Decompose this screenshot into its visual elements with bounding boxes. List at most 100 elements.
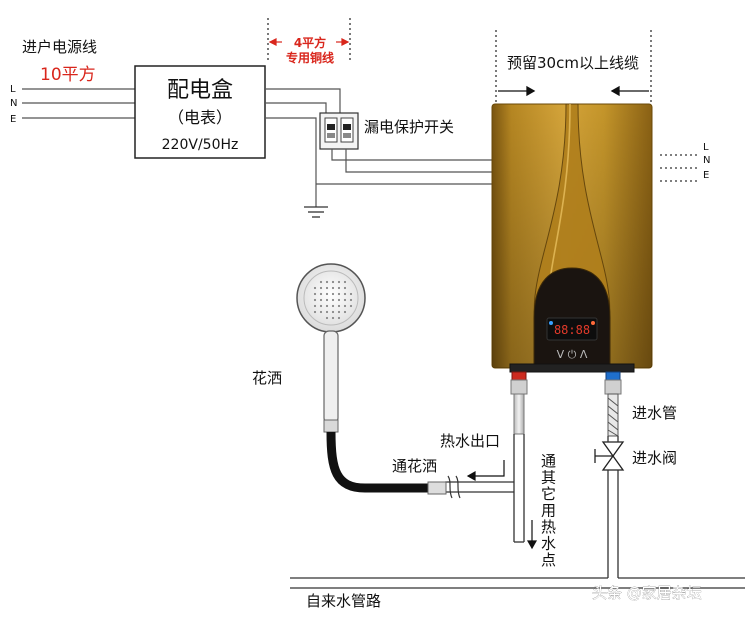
nozzle-dot <box>331 310 335 314</box>
inlet-valve-symbol <box>594 441 625 471</box>
pipe-break-marks <box>447 475 461 499</box>
nozzle-dot <box>337 292 341 296</box>
nozzle-dot <box>349 292 353 296</box>
nozzle-dot <box>325 286 329 290</box>
clearance-markers <box>495 30 652 102</box>
hot-water-outlet-pipe <box>510 371 528 435</box>
nozzle-dot <box>343 310 347 314</box>
incoming-line-n: N <box>10 98 17 109</box>
copper-wire-markers <box>267 18 351 60</box>
nozzle-dot <box>337 304 341 308</box>
heater-side-wires <box>660 154 700 182</box>
breaker-label: 漏电保护开关 <box>364 118 454 136</box>
mains-pipe-label: 自来水管路 <box>306 592 381 610</box>
copper-wire-arrows <box>268 38 350 46</box>
nozzle-dot <box>319 298 323 302</box>
nozzle-dot <box>325 280 329 284</box>
nozzle-dot <box>349 304 353 308</box>
nozzle-dot <box>313 292 317 296</box>
distribution-box-subtitle: （电表） <box>168 108 232 127</box>
mains-water-pipe <box>290 577 745 589</box>
clearance-arrows <box>498 85 649 97</box>
nozzle-dot <box>325 310 329 314</box>
other-outlets-glyph: 通 <box>541 452 556 470</box>
distribution-box-rating: 220V/50Hz <box>162 137 239 153</box>
nozzle-dot <box>343 286 347 290</box>
other-outlets-glyph: 其 <box>541 469 556 487</box>
watermark: 头条 @家居杂坛 <box>592 584 702 602</box>
heater-line-l: L <box>703 142 709 153</box>
other-outlets-glyph: 点 <box>541 551 556 569</box>
other-outlets-glyph: 用 <box>541 502 556 520</box>
nozzle-dot <box>343 298 347 302</box>
heater-line-e: E <box>703 170 709 181</box>
nozzle-dot <box>319 304 323 308</box>
hose-connector <box>427 481 447 495</box>
ground-symbol <box>304 206 328 218</box>
shower-hose <box>326 431 430 493</box>
flow-arrows <box>466 460 538 550</box>
nozzle-dot <box>313 298 317 302</box>
inlet-valve-label: 进水阀 <box>632 449 677 467</box>
indicator-right-icon <box>591 321 595 325</box>
nozzle-dot <box>337 286 341 290</box>
nozzle-dot <box>337 298 341 302</box>
indicator-left-icon <box>549 321 553 325</box>
nozzle-dot <box>331 286 335 290</box>
display-screen <box>546 317 598 341</box>
nozzle-dot <box>337 280 341 284</box>
hot-water-outlet-label: 热水出口 <box>440 432 500 450</box>
control-buttons: V ⏻ Λ <box>557 348 588 361</box>
nozzle-dot <box>319 310 323 314</box>
nozzle-dot <box>325 292 329 296</box>
other-outlets-glyph: 热 <box>541 518 556 536</box>
to-shower-label: 通花洒 <box>392 457 437 475</box>
distribution-box-title: 配电盒 <box>167 78 233 103</box>
copper-wire-size: 4平方 <box>294 35 326 50</box>
clearance-label: 预留30cm以上线缆 <box>507 54 639 72</box>
incoming-wires <box>22 88 135 119</box>
water-heater: 88:88 V ⏻ Λ <box>491 103 653 373</box>
copper-wire-type: 专用铜线 <box>286 50 334 65</box>
nozzle-dot <box>319 292 323 296</box>
nozzle-dot <box>313 304 317 308</box>
distribution-box <box>134 65 266 159</box>
incoming-line-l: L <box>10 84 16 95</box>
hot-water-lines <box>445 434 525 543</box>
display-readout: 88:88 <box>554 323 590 337</box>
nozzle-dot <box>343 280 347 284</box>
inlet-supply-line <box>607 436 619 578</box>
incoming-wire-size: 10平方 <box>40 65 96 85</box>
nozzle-dot <box>343 292 347 296</box>
nozzle-dot <box>313 310 317 314</box>
nozzle-dot <box>337 310 341 314</box>
breaker-to-heater-wires <box>316 149 492 185</box>
nozzle-dot <box>319 280 323 284</box>
leakage-breaker <box>319 112 359 150</box>
nozzle-dot <box>331 304 335 308</box>
nozzle-dot <box>349 298 353 302</box>
nozzle-dot <box>319 286 323 290</box>
nozzle-dot <box>325 316 329 320</box>
nozzle-dot <box>331 298 335 302</box>
cold-water-inlet-pipe <box>604 371 622 437</box>
nozzle-dot <box>313 286 317 290</box>
inlet-pipe-label: 进水管 <box>632 404 677 422</box>
heater-line-n: N <box>703 155 710 166</box>
other-outlets-glyph: 水 <box>541 535 556 553</box>
shower-label: 花洒 <box>252 369 282 387</box>
nozzle-dot <box>325 298 329 302</box>
nozzle-dot <box>331 280 335 284</box>
nozzle-dot <box>337 316 341 320</box>
nozzle-dot <box>331 292 335 296</box>
other-outlets-label: 通其它用热水点 <box>541 452 556 569</box>
other-outlets-glyph: 它 <box>541 485 556 503</box>
incoming-power-label: 进户电源线 <box>22 38 97 56</box>
incoming-line-e: E <box>10 114 16 125</box>
shower-head <box>296 263 366 433</box>
nozzle-dot <box>343 304 347 308</box>
nozzle-dot <box>331 316 335 320</box>
nozzle-dot <box>325 304 329 308</box>
